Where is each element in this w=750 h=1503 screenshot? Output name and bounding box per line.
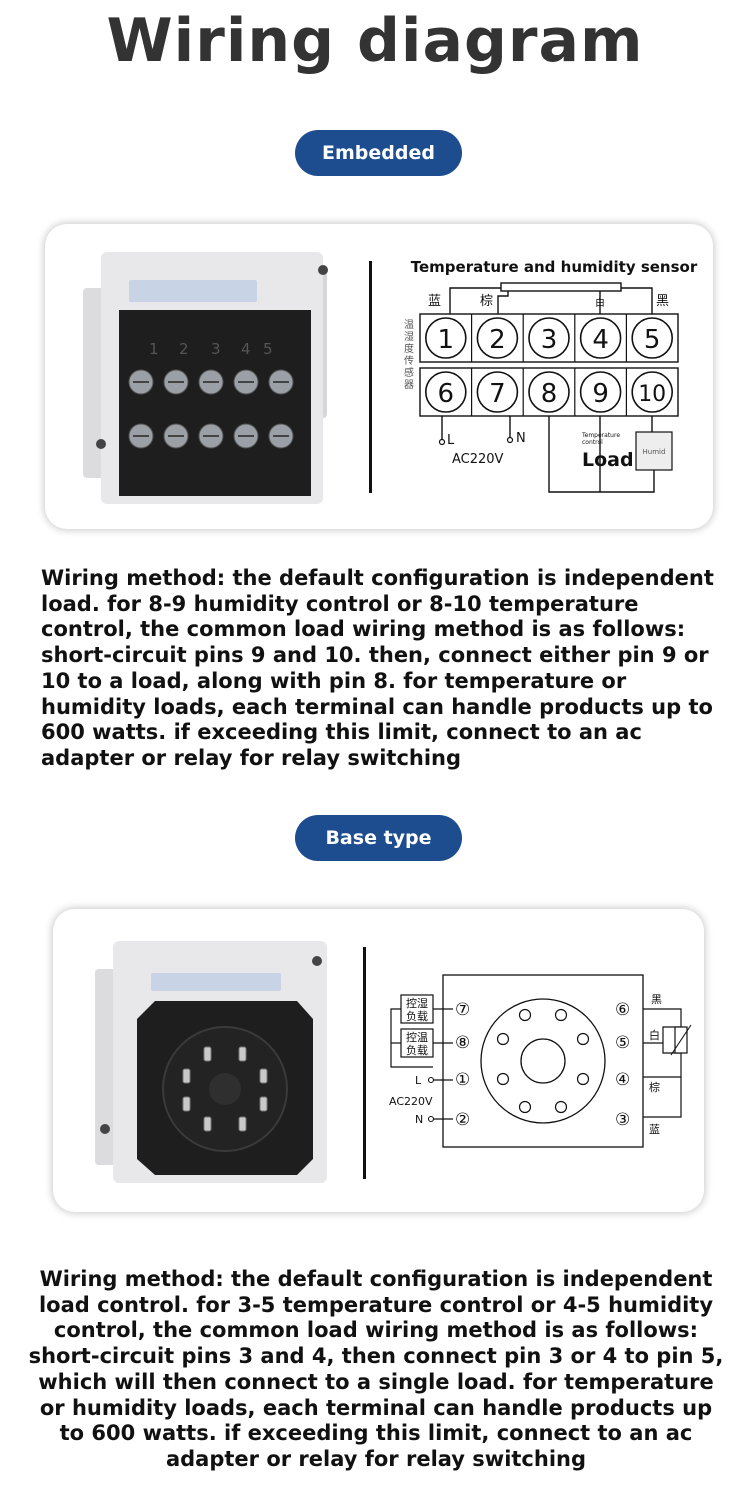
humidity-load-line1: 控湿 (406, 996, 428, 1010)
side-label-5: 感 (404, 366, 414, 379)
base-voltage-label: AC220V (389, 1095, 433, 1108)
pin-4: 4 (592, 325, 609, 355)
base-pin-6: ⑥ (615, 1000, 630, 1020)
pin-1: 1 (438, 325, 455, 355)
base-device-photo (95, 941, 327, 1183)
wire-color-black: 黑 (656, 294, 669, 309)
side-label-3: 度 (404, 342, 414, 355)
base-pin-4: ④ (615, 1070, 630, 1090)
base-pin-1: ① (455, 1070, 470, 1090)
embedded-wiring-diagram: Temperature and humidity sensor 蓝 棕 白 黑 … (404, 258, 698, 493)
humidifier-icon-label: Humid (643, 448, 666, 456)
side-label-4: 传 (404, 355, 414, 367)
side-label-1: 温 (404, 319, 414, 331)
panel-num-1: 1 (149, 340, 159, 358)
side-label-6: 器 (404, 379, 414, 391)
embedded-badge: Embedded (295, 130, 462, 176)
base-type-badge: Base type (295, 815, 462, 861)
base-pin-7: ⑦ (455, 1000, 470, 1020)
humidifier-icon (635, 431, 673, 471)
base-wiring-diagram: ⑦ ⑧ ① ② ⑥ ⑤ ④ ③ 控湿 负载 控温 负载 L N (389, 974, 692, 1148)
pin-7: 7 (489, 379, 506, 409)
base-wire-black: 黑 (651, 993, 662, 1006)
base-pin-8: ⑧ (455, 1033, 470, 1053)
pin-6: 6 (438, 379, 455, 409)
base-wire-blue: 蓝 (649, 1123, 660, 1136)
humidity-load-line2: 负载 (406, 1009, 428, 1023)
page-title: Wiring diagram (106, 6, 644, 76)
temp-load-line1: 控温 (406, 1030, 428, 1044)
wire-color-blue: 蓝 (428, 294, 441, 309)
load-label: Load (582, 449, 634, 471)
l-label: L (447, 433, 455, 448)
embedded-device-photo: 1 2 3 4 5 (83, 252, 328, 504)
load-small-label-2: control (582, 439, 603, 446)
panel-num-5: 5 (263, 340, 273, 358)
pin-9: 9 (592, 379, 609, 409)
embedded-description: Wiring method: the default configuration… (41, 566, 714, 770)
voltage-label: AC220V (452, 452, 504, 467)
base-pin-2: ② (455, 1110, 470, 1130)
embedded-card: 1 2 3 4 5 Temperature and humidity senso… (45, 224, 713, 529)
pin-8: 8 (541, 379, 558, 409)
sensor-label: Temperature and humidity sensor (411, 258, 698, 276)
temp-load-line2: 负载 (406, 1043, 428, 1057)
base-type-description: Wiring method: the default configuration… (28, 1267, 724, 1471)
base-pin-3: ③ (615, 1110, 630, 1130)
base-wire-brown: 棕 (649, 1080, 660, 1094)
embedded-divider (369, 261, 372, 493)
panel-num-4: 4 (241, 340, 251, 358)
load-small-label-1: Temperature (581, 432, 620, 439)
pin-3: 3 (541, 325, 558, 355)
n-label: N (516, 431, 526, 446)
pin-2: 2 (489, 325, 506, 355)
wire-color-white: 白 (595, 296, 605, 309)
base-wire-white: 白 (649, 1028, 660, 1042)
wire-color-brown: 棕 (480, 294, 493, 309)
base-pin-5: ⑤ (615, 1033, 630, 1053)
panel-num-3: 3 (211, 340, 221, 358)
side-label-2: 湿 (404, 331, 414, 343)
base-type-card: ⑦ ⑧ ① ② ⑥ ⑤ ④ ③ 控湿 负载 控温 负载 L N (53, 909, 704, 1212)
panel-num-2: 2 (179, 340, 189, 358)
pin-5: 5 (644, 325, 661, 355)
base-divider (363, 947, 366, 1179)
pin-10: 10 (638, 382, 666, 407)
base-n-label: N (415, 1113, 423, 1126)
base-l-label: L (415, 1074, 422, 1087)
